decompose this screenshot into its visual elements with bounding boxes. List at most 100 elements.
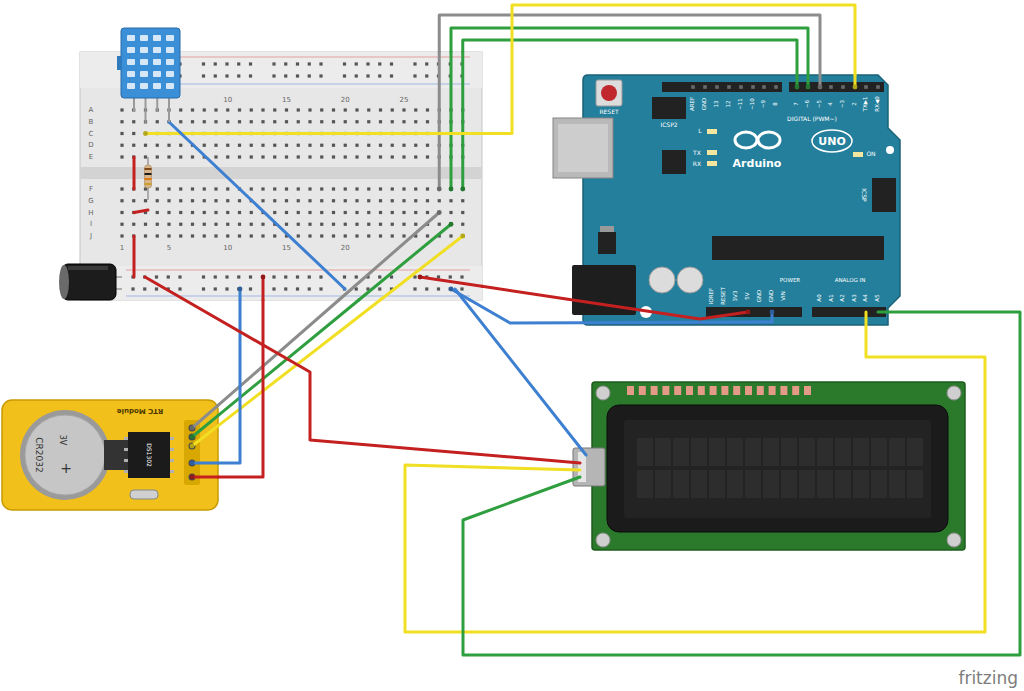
breadboard-hole xyxy=(156,211,159,214)
pin-header xyxy=(812,307,886,317)
breadboard-hole xyxy=(202,74,205,77)
breadboard-hole xyxy=(156,199,159,202)
part-label: ~3 xyxy=(840,100,846,108)
chip-pin xyxy=(124,470,128,473)
breadboard-hole xyxy=(120,223,123,226)
header-pin xyxy=(189,474,196,481)
resistor-band xyxy=(145,183,152,185)
breadboard-hole xyxy=(120,199,123,202)
chip-pin xyxy=(124,459,128,462)
breadboard-hole xyxy=(355,223,358,226)
breadboard-hole xyxy=(320,155,323,158)
breadboard-hole xyxy=(178,275,181,278)
breadboard-hole xyxy=(250,120,253,123)
breadboard-hole xyxy=(449,144,452,147)
chip-pin xyxy=(124,437,128,440)
resistor-band xyxy=(145,173,152,175)
breadboard-hole xyxy=(178,287,181,290)
breadboard-hole xyxy=(438,187,441,190)
header-pin xyxy=(189,425,196,481)
breadboard-hole xyxy=(402,155,405,158)
breadboard-hole xyxy=(438,132,441,135)
wire-end xyxy=(192,476,218,479)
breadboard-hole xyxy=(378,74,381,77)
breadboard-hole xyxy=(460,74,463,77)
breadboard-hole xyxy=(461,223,464,226)
breadboard-hole xyxy=(250,108,253,111)
breadboard-hole xyxy=(226,234,229,237)
breadboard-hole xyxy=(237,287,240,290)
breadboard-hole xyxy=(203,132,206,135)
part-label: 4 xyxy=(828,102,834,106)
breadboard-hole xyxy=(120,132,123,135)
breadboard-hole xyxy=(273,199,276,202)
lcd-cell xyxy=(637,470,653,498)
pin-header xyxy=(789,82,884,92)
breadboard-hole xyxy=(438,211,441,214)
breadboard-hole xyxy=(179,187,182,190)
breadboard-hole xyxy=(261,211,264,214)
lcd-cell xyxy=(889,470,905,498)
breadboard-hole xyxy=(367,234,370,237)
breadboard-hole xyxy=(438,144,441,147)
jumper-wire xyxy=(218,300,380,426)
breadboard-hole xyxy=(144,108,147,111)
header-pin xyxy=(818,85,822,89)
wire-end xyxy=(192,405,218,428)
breadboard-hole xyxy=(438,108,441,111)
breadboard-hole xyxy=(132,108,135,111)
wire-end xyxy=(146,132,483,135)
reset-button xyxy=(596,80,622,106)
arduino-art xyxy=(583,75,900,325)
breadboard-hole xyxy=(332,144,335,147)
part-label: A2 xyxy=(840,294,846,301)
rtc-board xyxy=(2,400,218,510)
header-pin xyxy=(853,85,857,89)
breadboard-hole xyxy=(402,223,405,226)
wire-end-dot xyxy=(818,85,823,90)
sensor-tab xyxy=(117,56,122,70)
lcd-cell xyxy=(817,438,833,466)
breadboard-hole xyxy=(366,275,369,278)
breadboard-hole xyxy=(261,155,264,158)
breadboard-hole xyxy=(226,144,229,147)
resistor-symbol xyxy=(145,157,152,200)
breadboard-hole xyxy=(226,223,229,226)
breadboard-hole xyxy=(144,132,147,135)
wire-end xyxy=(796,75,799,87)
breadboard-hole xyxy=(156,120,159,123)
lcd-pad xyxy=(804,386,811,395)
sensor-grille xyxy=(153,35,161,41)
part-label: UNO xyxy=(818,136,846,147)
part-label: RESET xyxy=(721,287,727,305)
breadboard-hole xyxy=(191,108,194,111)
breadboard-hole xyxy=(297,120,300,123)
wire-end xyxy=(339,213,439,301)
breadboard-hole xyxy=(390,62,393,65)
breadboard-hole xyxy=(143,62,146,65)
breadboard-hole xyxy=(437,74,440,77)
uno-badge xyxy=(812,130,852,152)
sensor-grille xyxy=(140,35,148,41)
jumper-wire xyxy=(218,300,263,477)
breadboard-hole xyxy=(214,234,217,237)
sensor-grille xyxy=(166,71,174,77)
red-jumper xyxy=(134,210,148,213)
breadboard-hole xyxy=(214,108,217,111)
wire-end xyxy=(146,52,856,477)
arduino-art xyxy=(553,75,900,325)
breadboard-hole xyxy=(296,275,299,278)
i2c-connector xyxy=(573,448,605,486)
chip-pin xyxy=(170,459,174,462)
breadboard-hole xyxy=(297,199,300,202)
breadboard-hole xyxy=(332,223,335,226)
breadboard-hole xyxy=(285,108,288,111)
resistor-lead xyxy=(147,157,149,200)
breadboard-hole xyxy=(273,234,276,237)
lcd-cell xyxy=(781,470,797,498)
breadboard-hole xyxy=(402,187,405,190)
breadboard-hole xyxy=(308,74,311,77)
chip-pin xyxy=(170,437,174,440)
part-label: A3 xyxy=(852,294,858,301)
